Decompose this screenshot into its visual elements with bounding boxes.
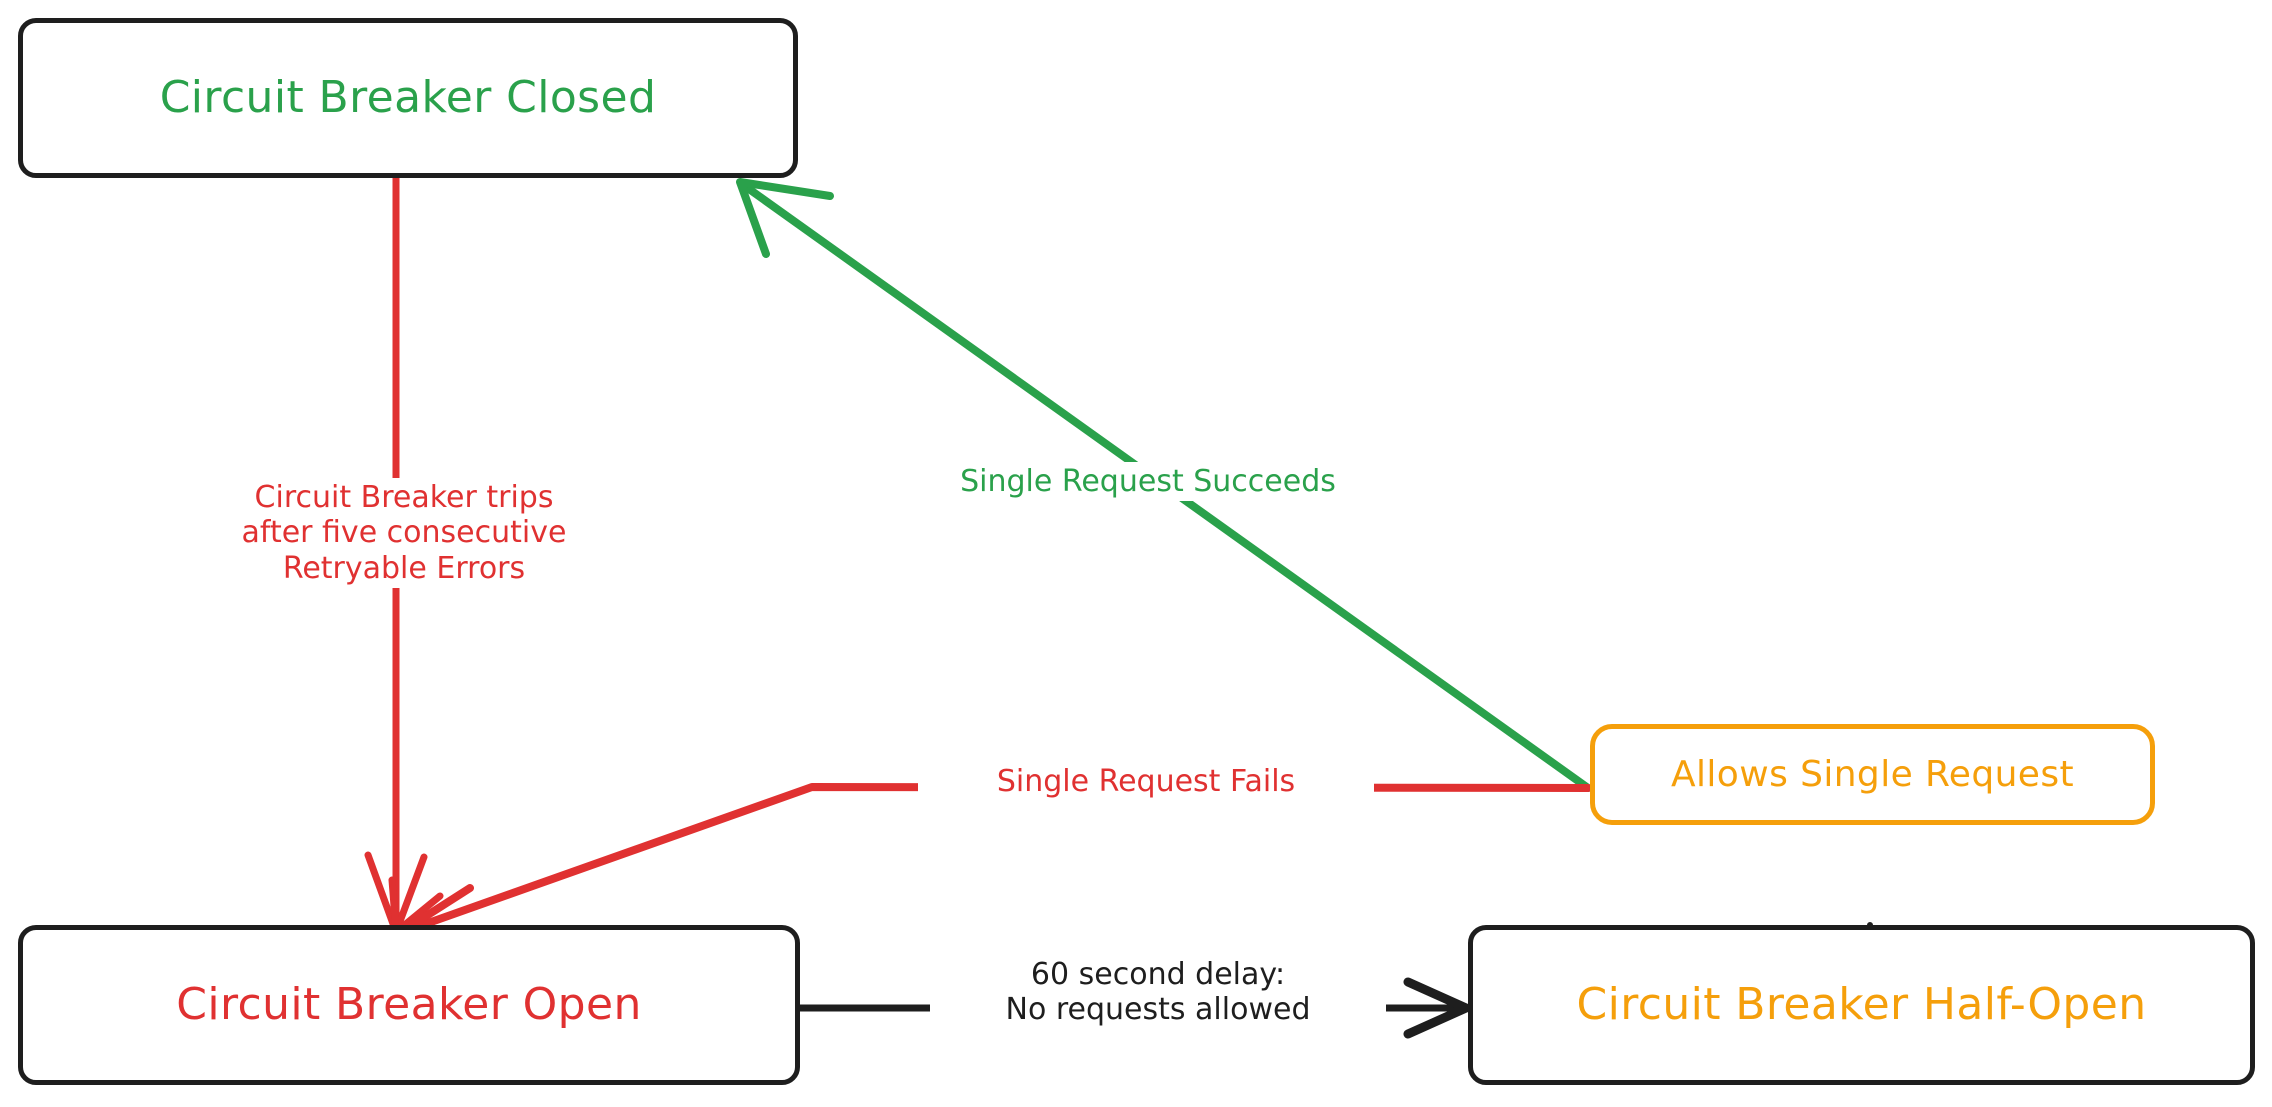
node-allows-label: Allows Single Request (1670, 753, 2075, 795)
edge-allows-to-open (394, 783, 1592, 946)
node-allows-single-request[interactable]: Allows Single Request (1590, 724, 2155, 825)
edge-label-single-request-succeeds: Single Request Succeeds (890, 462, 1406, 502)
node-circuit-breaker-open[interactable]: Circuit Breaker Open (18, 925, 800, 1085)
node-open-label: Circuit Breaker Open (176, 978, 642, 1030)
edge-label-circuit-breaker-trips: Circuit Breaker trips after five consecu… (176, 478, 632, 589)
node-halfopen-label: Circuit Breaker Half-Open (1576, 978, 2147, 1030)
node-closed-label: Circuit Breaker Closed (159, 71, 657, 123)
node-circuit-breaker-closed[interactable]: Circuit Breaker Closed (18, 18, 798, 178)
node-circuit-breaker-half-open[interactable]: Circuit Breaker Half-Open (1468, 925, 2255, 1085)
edge-label-single-request-fails: Single Request Fails (918, 762, 1374, 802)
edge-label-60-second-delay: 60 second delay: No requests allowed (930, 955, 1386, 1030)
